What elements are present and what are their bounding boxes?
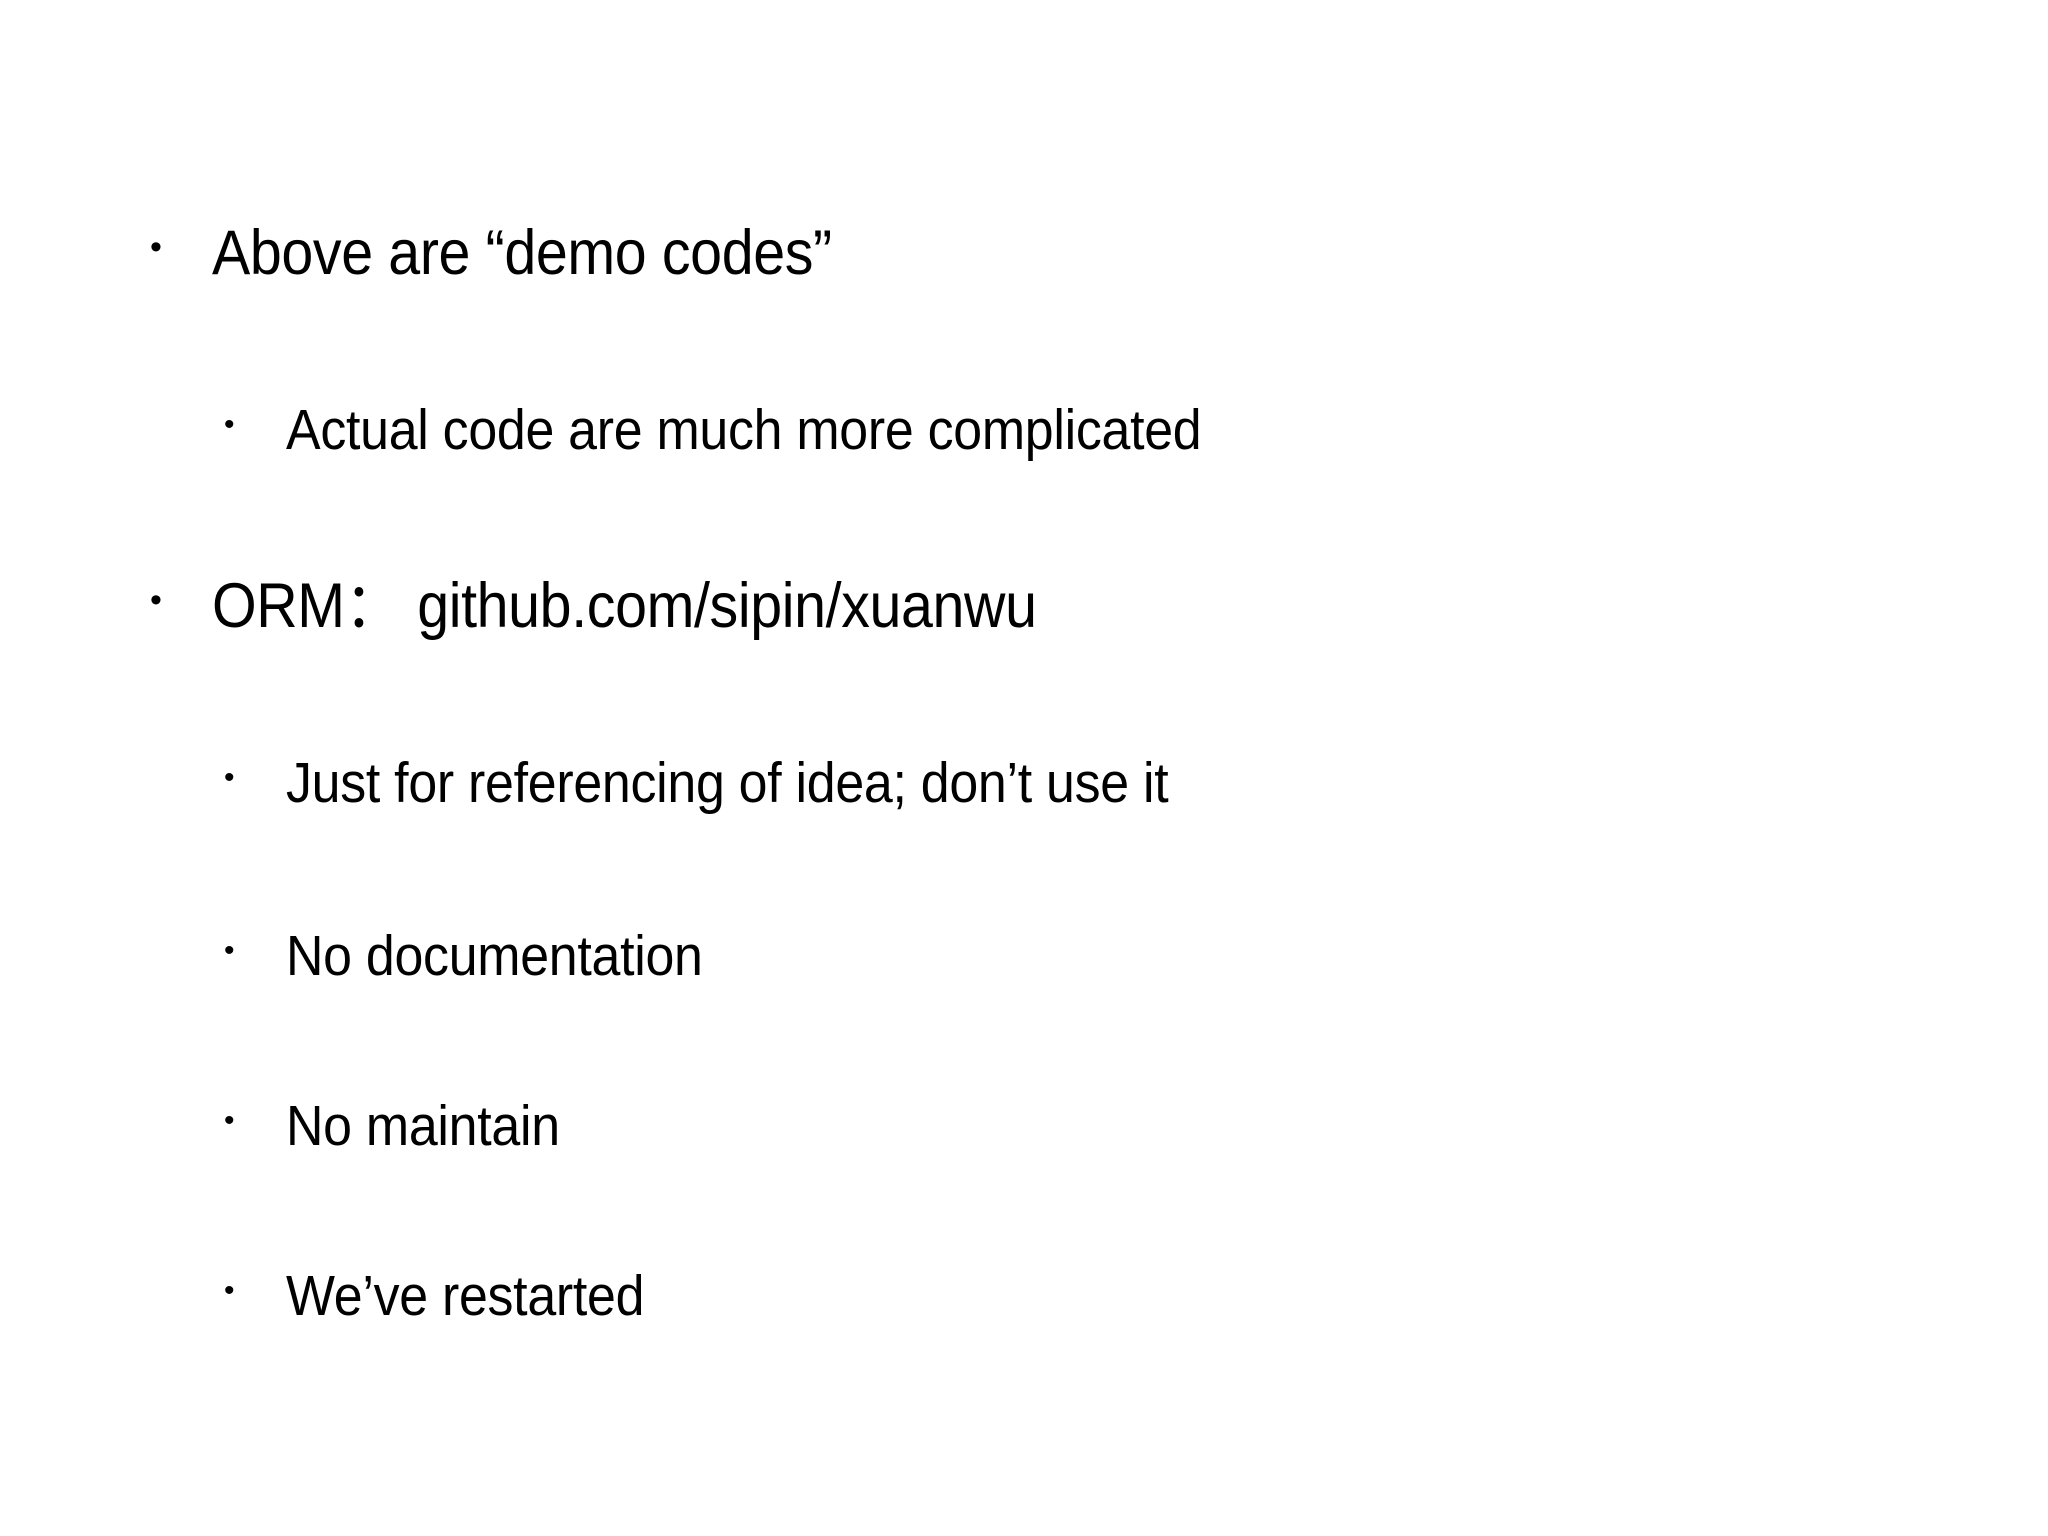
list-item: • ORM： github.com/sipin/xuanwu <box>150 575 1118 638</box>
list-item: • We’ve restarted <box>224 1268 680 1325</box>
bullet-point-icon: • <box>224 1274 235 1307</box>
bullet-point-icon: • <box>224 1104 235 1137</box>
bullet-above-are-demo-codes: Above are “demo codes” <box>212 218 832 288</box>
list-item: • No documentation <box>224 928 744 985</box>
bullet-no-maintain: No maintain <box>286 1094 560 1158</box>
list-item: • Actual code are much more complicated <box>224 402 1292 459</box>
list-item: • No maintain <box>224 1098 587 1155</box>
bullet-point-icon: • <box>224 761 235 794</box>
list-item: • Above are “demo codes” <box>150 222 893 285</box>
list-item: • Just for referencing of idea; don’t us… <box>224 755 1256 812</box>
bullet-no-documentation: No documentation <box>286 924 703 988</box>
bullet-just-for-referencing-of-idea: Just for referencing of idea; don’t use … <box>286 751 1169 815</box>
bullet-point-icon: • <box>150 581 162 619</box>
bullet-weve-restarted: We’ve restarted <box>286 1264 645 1328</box>
bullet-actual-code-are-much-more-complicated: Actual code are much more complicated <box>286 398 1202 462</box>
bullet-point-icon: • <box>224 408 235 441</box>
bullet-orm-github-sipin-xuanwu: ORM： github.com/sipin/xuanwu <box>212 571 1037 641</box>
bullet-point-icon: • <box>150 228 162 266</box>
bullet-point-icon: • <box>224 934 235 967</box>
